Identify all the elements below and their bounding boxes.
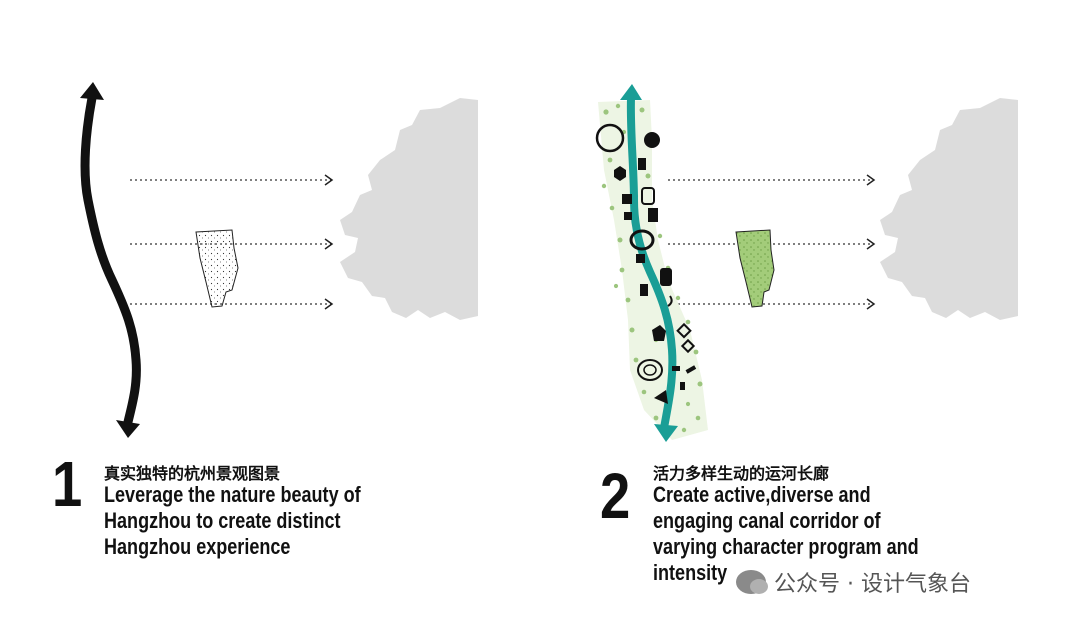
site-shape-stippled — [195, 229, 239, 308]
arrowhead-down-icon — [116, 420, 140, 438]
step-description-1-line-3: Hangzhou experience — [104, 534, 291, 559]
site-shape-green — [735, 229, 775, 308]
black-wavy-arrow — [80, 93, 141, 427]
step-description-1-line-2: Hangzhou to create distinct — [104, 508, 341, 533]
step-description-1-line-1: Leverage the nature beauty of — [104, 482, 361, 507]
watermark-text: 公众号 · 设计气象台 — [774, 572, 971, 597]
step-title-zh-2: 活力多样生动的运河长廊 — [653, 464, 830, 483]
hangzhou-map-silhouette-1 — [340, 98, 478, 320]
wechat-icon — [736, 570, 768, 594]
teal-arrowhead-up-icon — [620, 84, 642, 100]
program-pictograms — [595, 123, 697, 404]
step-description-1: Leverage the nature beauty of Hangzhou t… — [104, 482, 361, 560]
step-number-2: 2 — [600, 460, 631, 532]
hangzhou-map-silhouette-2 — [880, 98, 1018, 320]
step-description-2-line-1: Create active,diverse and — [653, 482, 871, 507]
step-description-2: Create active,diverse and engaging canal… — [653, 482, 919, 586]
watermark: 公众号 · 设计气象台 — [736, 566, 971, 598]
corridor-dots — [601, 103, 703, 433]
teal-arrowhead-down-icon — [654, 424, 678, 442]
step-description-2-line-4: intensity — [653, 560, 728, 585]
step-title-zh-1: 真实独特的杭州景观图景 — [104, 464, 281, 483]
step-description-2-line-3: varying character program and — [653, 534, 919, 559]
step-number-1: 1 — [52, 448, 83, 520]
arrowhead-up-icon — [80, 82, 104, 100]
step-description-2-line-2: engaging canal corridor of — [653, 508, 881, 533]
